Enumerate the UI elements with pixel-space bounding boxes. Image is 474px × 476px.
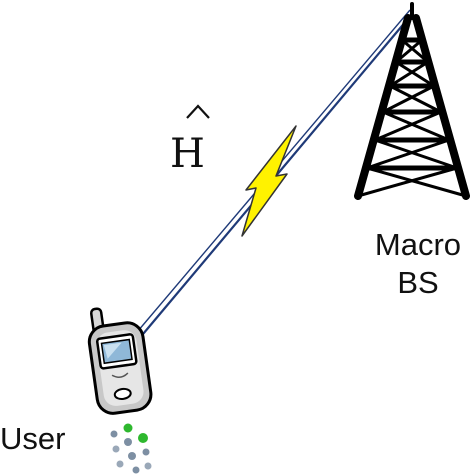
hat-accent-icon bbox=[186, 104, 210, 119]
cell-tower-icon bbox=[354, 2, 470, 200]
base-station-label-line2: BS bbox=[397, 265, 439, 300]
user-label: User bbox=[0, 421, 66, 456]
base-station-label: Macro BS bbox=[362, 226, 474, 302]
mobile-phone-icon bbox=[87, 307, 153, 415]
channel-label: H bbox=[170, 131, 205, 177]
lightning-bolt-icon bbox=[241, 125, 297, 237]
base-station-label-line1: Macro bbox=[374, 227, 462, 262]
signal-dots bbox=[110, 423, 152, 474]
